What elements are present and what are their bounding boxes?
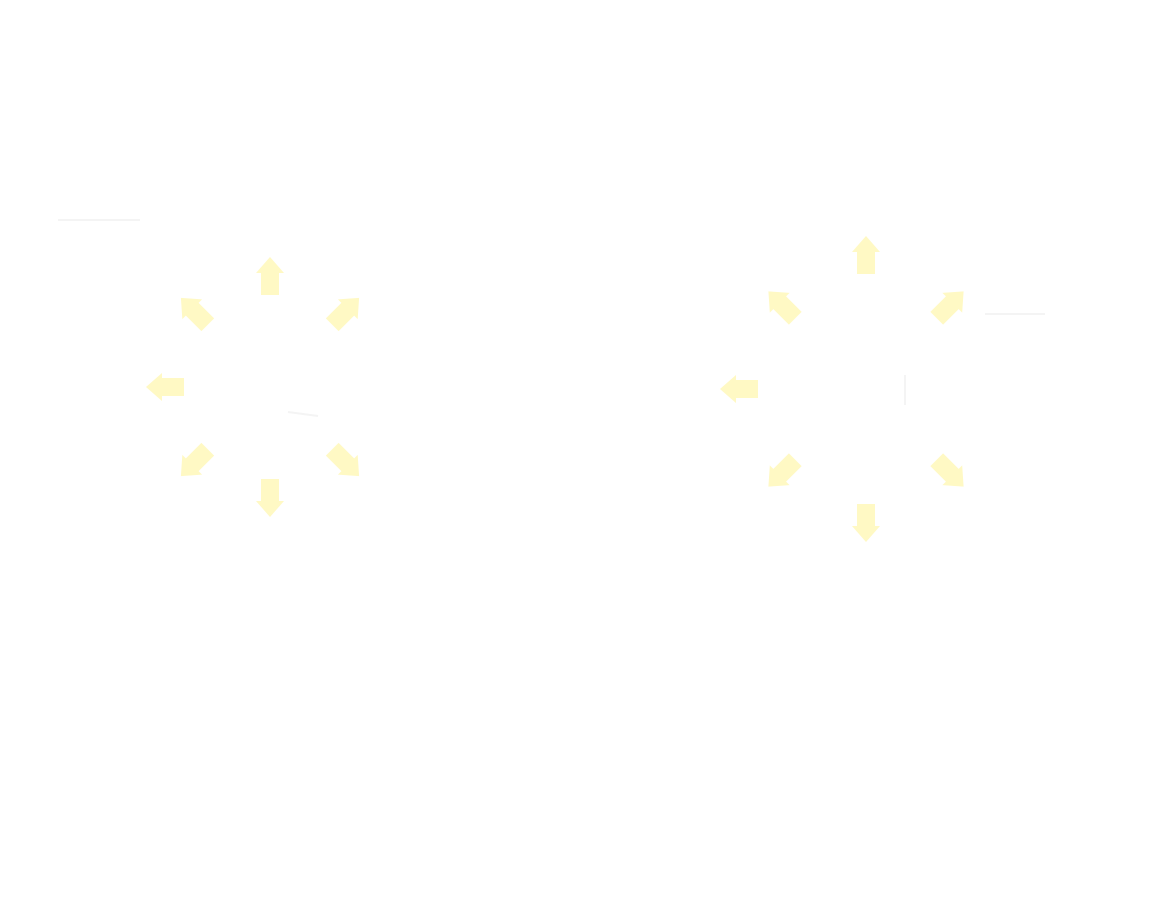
arrow-down-right-icon	[325, 442, 360, 477]
arrow-up-left-icon	[768, 291, 802, 325]
arrow-down-icon	[256, 479, 284, 517]
arrow-left-icon	[146, 373, 184, 401]
arrow-up-icon	[256, 257, 284, 295]
arrow-down-left-icon	[768, 453, 802, 487]
arrow-down-left-icon	[180, 442, 215, 477]
arrow-up-right-icon	[325, 297, 360, 332]
arrow-up-right-icon	[930, 291, 964, 325]
right-starburst	[720, 236, 964, 542]
arrow-down-icon	[852, 504, 880, 542]
arrow-up-left-icon	[180, 297, 215, 332]
arrow-left-icon	[720, 375, 758, 403]
faint-mark	[287, 411, 319, 417]
arrow-down-right-icon	[930, 453, 964, 487]
left-starburst	[146, 257, 360, 517]
faint-background-marks	[58, 219, 1045, 417]
arrow-up-icon	[852, 236, 880, 274]
